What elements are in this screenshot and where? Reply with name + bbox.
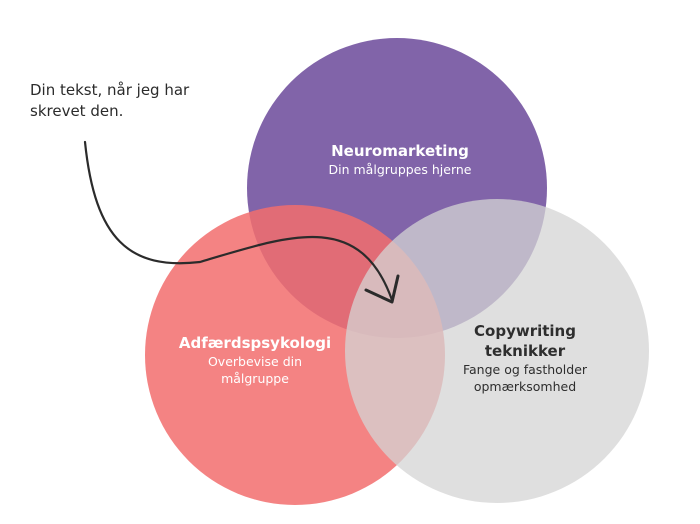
annotation-text: Din tekst, når jeg har skrevet den. bbox=[30, 81, 190, 120]
curved-arrow bbox=[83, 140, 394, 302]
adfaerdspsykologi-title: Adfærdspsykologi bbox=[178, 334, 332, 352]
copywriting-label: Copywriting teknikker Fange og fastholde… bbox=[440, 321, 610, 395]
arrow-head-icon bbox=[364, 274, 400, 304]
adfaerdspsykologi-subtitle: Overbevise din målgruppe bbox=[207, 354, 303, 386]
neuromarketing-title: Neuromarketing bbox=[331, 142, 469, 160]
neuromarketing-subtitle: Din målgruppes hjerne bbox=[328, 162, 472, 177]
neuromarketing-label: Neuromarketing Din målgruppes hjerne bbox=[280, 141, 520, 178]
copywriting-subtitle: Fange og fastholder opmærksomhed bbox=[462, 362, 588, 394]
adfaerdspsykologi-label: Adfærdspsykologi Overbevise din målgrupp… bbox=[170, 333, 340, 387]
copywriting-title: Copywriting teknikker bbox=[474, 322, 576, 360]
copywriting-circle bbox=[345, 199, 649, 503]
